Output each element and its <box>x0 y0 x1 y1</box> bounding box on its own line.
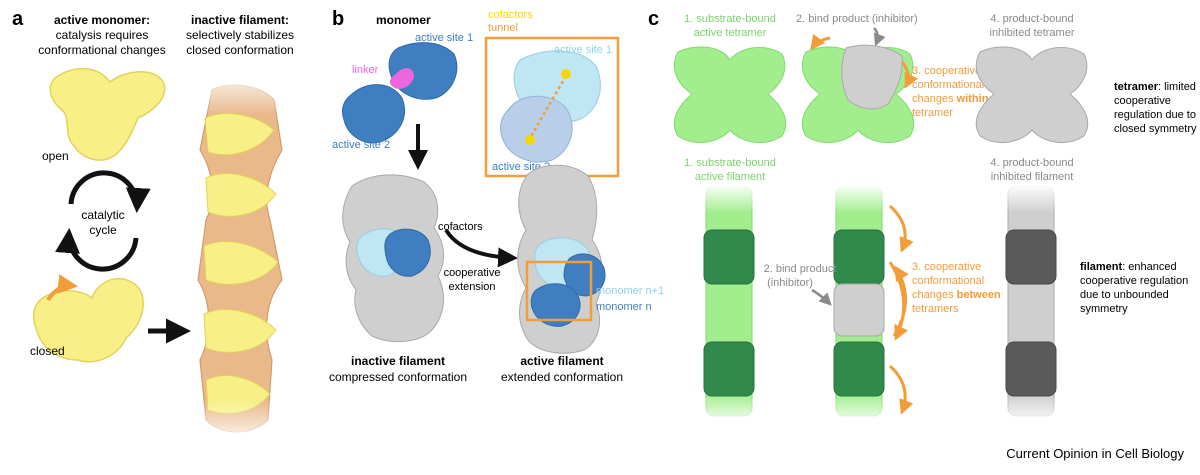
filament-desc-rest: : enhanced <box>1122 261 1176 273</box>
inactive-filament-title: inactive filament: <box>191 13 289 27</box>
linker-label: linker <box>352 64 379 76</box>
filament-step4-line1: 4. product-bound <box>990 157 1073 169</box>
panel-a-letter: a <box>12 8 24 30</box>
tetramer-step3-line4: tetramer <box>912 107 953 119</box>
tetramer-step3-changes: changes <box>912 93 957 105</box>
active-monomer-line2: conformational changes <box>38 43 165 57</box>
cycle-label-2: cycle <box>89 223 117 237</box>
panel-b: b monomer active site 1 linker active si… <box>329 8 664 384</box>
closing-orange-arrow <box>46 274 78 302</box>
tetramer-desc-line1: tetramer: limited <box>1114 81 1196 93</box>
tetramer-step2-label: 2. bind product (inhibitor) <box>796 13 918 25</box>
open-monomer-blob <box>49 67 166 161</box>
filament-step3-line4: tetramers <box>912 303 959 315</box>
filament-step1-line2: active filament <box>695 171 765 183</box>
tetramer-step1-line1: 1. substrate-bound <box>684 13 776 25</box>
filament-desc-bold: filament <box>1080 261 1123 273</box>
panel-c-letter: c <box>648 8 659 30</box>
filament-step3-line2: conformational <box>912 275 984 287</box>
filament-step4-line2: inhibited filament <box>991 171 1074 183</box>
filament-step3-changes: changes <box>912 289 957 301</box>
inactive-filament-line1: selectively stabilizes <box>186 28 294 42</box>
tetramer-active-green <box>673 46 787 144</box>
monomer-title: monomer <box>376 13 431 27</box>
arrow-coop-label-2: extension <box>448 281 495 293</box>
monomer-linker <box>389 68 414 89</box>
cycle-arrow-bottom <box>55 228 139 272</box>
journal-footer: Current Opinion in Cell Biology <box>1006 446 1184 461</box>
panel-b-letter: b <box>332 8 344 30</box>
panel-c: c 1. substrate-bound active tetramer 2. … <box>648 8 1197 424</box>
filament-step1-line1: 1. substrate-bound <box>684 157 776 169</box>
tetramer-step4-line2: inhibited tetramer <box>990 27 1075 39</box>
active-filament-title-b: active filament <box>520 354 603 368</box>
between-arrow-3 <box>892 265 909 337</box>
between-arrow-1 <box>888 204 914 253</box>
between-arrow-4 <box>888 364 914 415</box>
tetramer-desc-line4: closed symmetry <box>1114 123 1197 135</box>
within-orange-arrow-right <box>900 61 919 89</box>
tetramer-step3-line3: changes within <box>912 93 989 105</box>
monomer-domain-2 <box>341 84 405 144</box>
inset-site-1-label: active site 1 <box>554 44 612 56</box>
filament-desc-line3: due to unbounded <box>1080 289 1169 301</box>
filament-active-green <box>700 184 758 424</box>
tetramer-desc-rest: : limited <box>1158 81 1196 93</box>
tetramer-desc-line2: cooperative <box>1114 95 1171 107</box>
cofactors-label: cofactors <box>488 9 533 21</box>
filament-mixed <box>830 184 888 424</box>
monomer-n1-label: monomer n+1 <box>596 285 664 297</box>
tunnel-label: tunnel <box>488 22 518 34</box>
filament-step3-line1: 3. cooperative <box>912 261 981 273</box>
inactive-filament-sub-b: compressed conformation <box>329 370 467 384</box>
bind-product-arrow <box>873 27 886 47</box>
tetramer-step3-within: within <box>956 93 989 105</box>
filament-desc-line1: filament: enhanced <box>1080 261 1177 273</box>
filament-step3-between: between <box>957 289 1001 301</box>
filament-step2-line1: 2. bind product <box>764 263 837 275</box>
filament-step2-line2: (inhibitor) <box>767 277 813 289</box>
closed-monomer-blob <box>33 277 144 363</box>
tetramer-step1-line2: active tetramer <box>694 27 767 39</box>
monomer-n-label: monomer n <box>596 301 652 313</box>
active-extended-filament <box>517 164 606 354</box>
filament-step3-line3: changes between <box>912 289 1001 301</box>
active-site-2-label: active site 2 <box>332 139 390 151</box>
inactive-filament-line2: closed conformation <box>186 43 293 57</box>
tetramer-step4-line1: 4. product-bound <box>990 13 1073 25</box>
tetramer-desc-line3: regulation due to <box>1114 109 1196 121</box>
active-monomer-title: active monomer: <box>54 13 150 27</box>
arrow-cofactors-label: cofactors <box>438 221 483 233</box>
tetramer-step3-line1: 3. cooperative <box>912 65 981 77</box>
inactive-helical-filament <box>192 70 292 445</box>
active-monomer-line1: catalysis requires <box>56 28 149 42</box>
cycle-arrow-top <box>68 170 151 213</box>
tetramer-step3-line2: conformational <box>912 79 984 91</box>
active-filament-sub-b: extended conformation <box>501 370 623 384</box>
panel-a: a active monomer: catalysis requires con… <box>12 8 294 445</box>
tetramer-inhibited-grey <box>975 46 1089 144</box>
cofactor-1 <box>561 69 571 79</box>
active-site-1-label: active site 1 <box>415 32 473 44</box>
arrow-coop-label-1: cooperative <box>444 267 501 279</box>
filament-desc-line4: symmetry <box>1080 303 1128 315</box>
inactive-filament-title-b: inactive filament <box>351 354 445 368</box>
cofactor-2 <box>525 135 535 145</box>
filament-inhibited-grey <box>1002 184 1060 424</box>
between-arrow-2 <box>888 261 908 341</box>
open-label: open <box>42 149 69 163</box>
filament-desc-line2: cooperative regulation <box>1080 275 1188 287</box>
extension-arrow <box>444 228 518 268</box>
tetramer-desc-bold: tetramer <box>1114 81 1159 93</box>
cycle-label-1: catalytic <box>81 208 124 222</box>
closed-label: closed <box>30 344 65 358</box>
inactive-compressed-filament <box>342 174 444 343</box>
within-orange-arrow-left <box>810 33 831 51</box>
filament-bind-product-arrow <box>811 288 832 306</box>
tetramer-mixed <box>801 44 915 144</box>
